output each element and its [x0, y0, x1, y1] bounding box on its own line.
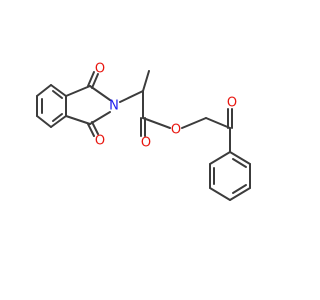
- bond: [36, 84, 52, 97]
- bond: [205, 117, 231, 129]
- bond: [142, 70, 150, 92]
- bond: [65, 85, 91, 97]
- bond: [87, 71, 95, 87]
- atom-label-o4: O: [171, 123, 181, 138]
- bond: [142, 117, 171, 129]
- bond: [232, 184, 247, 194]
- bond: [232, 158, 247, 168]
- molecule-structure: O N O O O O: [36, 62, 251, 201]
- bond: [229, 187, 251, 201]
- bond: [91, 73, 99, 89]
- bond: [91, 121, 99, 135]
- bond: [52, 90, 63, 99]
- atom-label-o1: O: [95, 62, 105, 77]
- bond: [50, 84, 67, 97]
- atom-label-o3: O: [141, 136, 151, 151]
- atom-label-n: N: [109, 99, 119, 114]
- bond: [65, 115, 91, 125]
- bond: [209, 151, 231, 165]
- bonds: [36, 70, 251, 201]
- bond: [229, 151, 251, 165]
- bond: [119, 90, 144, 103]
- atom-label-o5: O: [227, 96, 237, 111]
- bond: [181, 117, 207, 129]
- bond: [89, 85, 111, 101]
- atom-label-o2: O: [95, 134, 105, 149]
- bond: [36, 115, 52, 128]
- bond: [89, 111, 111, 125]
- bond: [52, 113, 63, 122]
- atom-labels: O N O O O O: [95, 62, 237, 151]
- bond: [87, 123, 95, 137]
- bond: [209, 187, 231, 201]
- bond: [50, 115, 67, 128]
